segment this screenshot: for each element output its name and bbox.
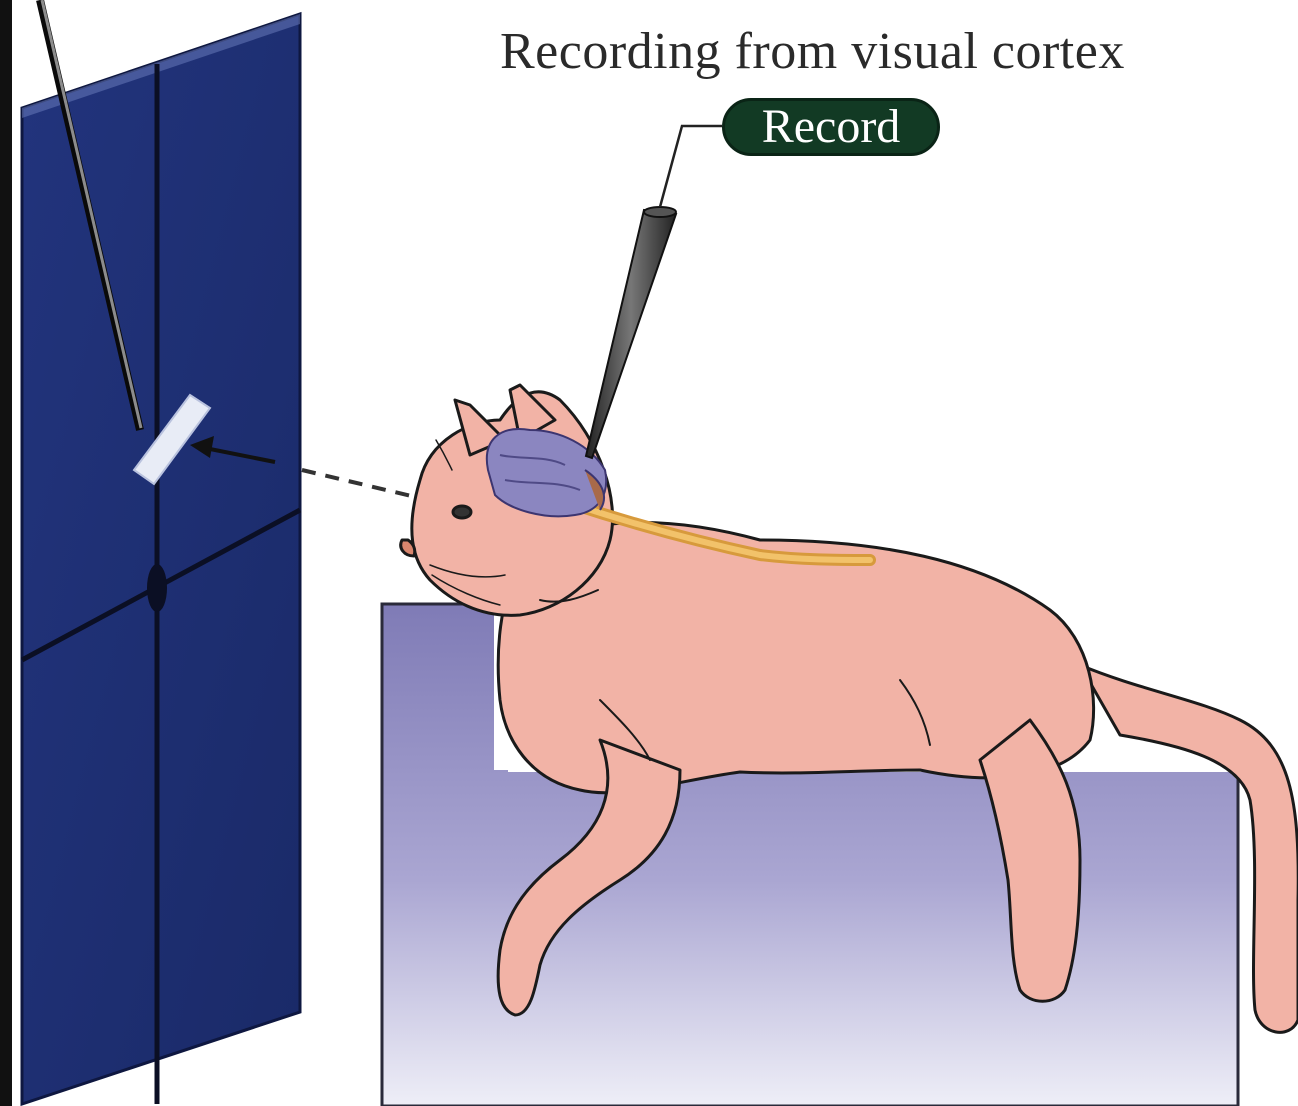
recording-electrode: [586, 207, 676, 458]
line-of-sight: [302, 470, 428, 500]
electrode-wire: [660, 126, 722, 207]
record-label: Record: [722, 98, 940, 156]
projection-screen: [22, 14, 300, 1104]
fixation-point: [147, 564, 167, 612]
figure-caption: Recording from visual cortex: [500, 22, 1180, 82]
